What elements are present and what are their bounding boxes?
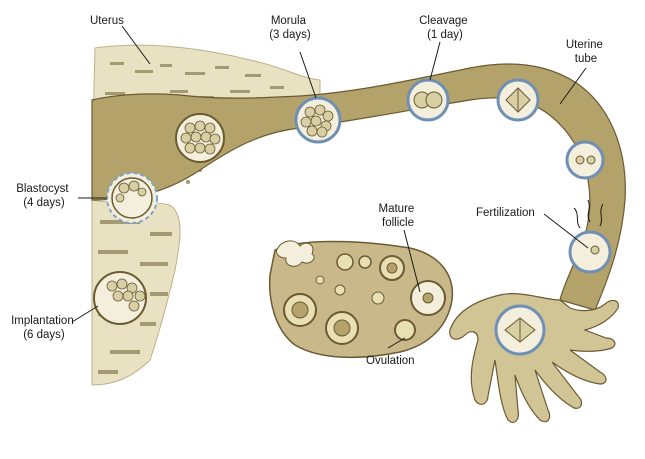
label-implantation-line2: (6 days)	[23, 329, 65, 341]
label-mature-follicle-line2: follicle	[382, 217, 414, 229]
leader-fertilization	[543, 213, 589, 249]
label-uterine-tube-line2: tube	[575, 53, 597, 65]
label-blastocyst-line1: Blastocyst	[16, 183, 69, 195]
label-implantation: Implantation (6 days)	[11, 315, 77, 341]
label-morula: Morula (3 days)	[269, 15, 311, 41]
embryo-cleavage	[406, 78, 450, 122]
embryo-first-division	[496, 78, 540, 122]
embryo-oocyte-ovulated	[494, 304, 546, 356]
leader-mature-follicle	[403, 229, 421, 293]
label-mature-follicle: Mature follicle	[379, 203, 418, 229]
ovary	[268, 240, 454, 359]
label-cleavage-line2: (1 day)	[427, 29, 463, 41]
label-implantation-line1: Implantation	[11, 315, 74, 327]
ovary-follicles	[283, 253, 416, 345]
leader-lines	[71, 25, 589, 349]
embryo-morula	[294, 96, 342, 144]
label-fertilization: Fertilization	[476, 207, 535, 219]
fimbriae	[449, 293, 619, 423]
label-morula-line1: Morula	[271, 15, 307, 27]
leader-implantation	[71, 305, 99, 323]
mature-follicle	[410, 280, 446, 316]
label-ovulation: Ovulation	[366, 355, 415, 367]
label-blastocyst: Blastocyst (4 days)	[16, 183, 72, 209]
labels: Uterus Morula (3 days) Cleavage (1 day) …	[11, 15, 606, 367]
leader-cleavage	[429, 41, 441, 81]
label-uterine-tube: Uterine tube	[566, 39, 606, 65]
label-mature-follicle-line1: Mature	[379, 203, 415, 215]
label-cleavage: Cleavage (1 day)	[419, 15, 471, 41]
leader-morula	[299, 51, 317, 99]
embryo-late-morula	[175, 113, 225, 163]
leader-ovulation	[387, 337, 406, 349]
embryo-blastocyst	[106, 172, 158, 224]
embryo-zygote	[565, 140, 605, 180]
leader-uterine-tube	[559, 67, 587, 105]
label-uterus: Uterus	[90, 15, 124, 27]
label-morula-line2: (3 days)	[269, 29, 311, 41]
label-blastocyst-line2: (4 days)	[23, 197, 65, 209]
ovary-tuft	[275, 240, 315, 267]
label-cleavage-line1: Cleavage	[419, 15, 468, 27]
embryo-implantation	[93, 271, 147, 325]
leader-uterus	[121, 25, 151, 65]
label-uterine-tube-line1: Uterine	[566, 39, 603, 51]
